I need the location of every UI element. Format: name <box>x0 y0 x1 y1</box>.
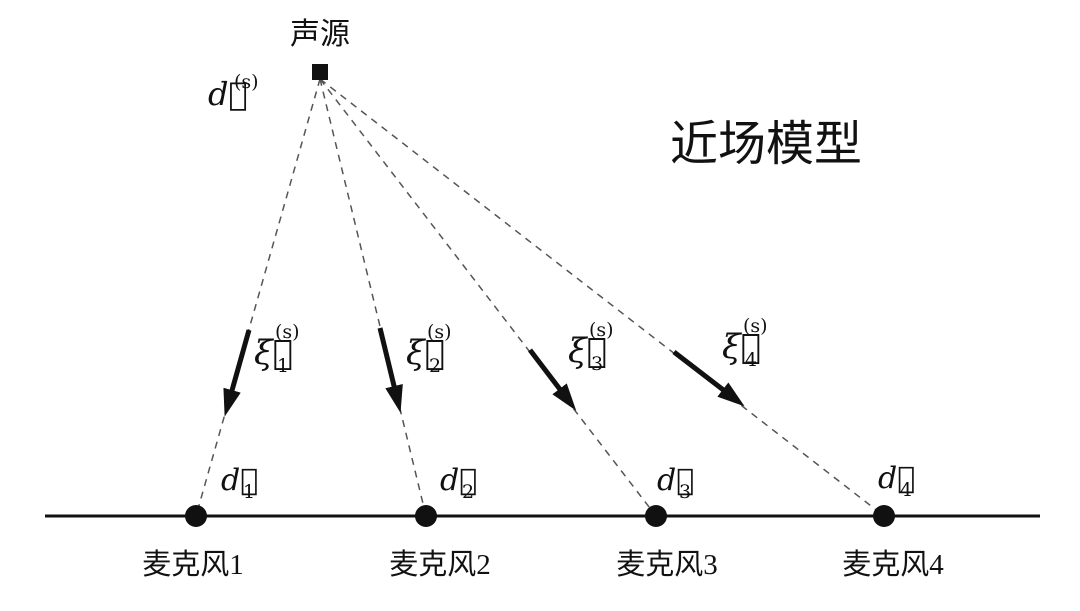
xi-vector-arrow-2 <box>377 327 403 413</box>
d-label-4-sub: 4 <box>900 479 912 501</box>
microphone-dot-4 <box>873 505 895 527</box>
xi-label-3-sub: 3 <box>591 353 603 375</box>
propagation-path-4 <box>319 78 885 517</box>
xi-vector-arrow-1 <box>223 329 252 417</box>
xi-label-4-base: ξ⃗ <box>722 327 761 367</box>
d-label-3-sub: 3 <box>679 481 691 503</box>
xi-label-1-sub: 1 <box>277 355 289 377</box>
propagation-path-1 <box>195 78 321 517</box>
microphone-dot-1 <box>185 505 207 527</box>
microphone-dot-3 <box>645 505 667 527</box>
d-label-4-base: d⃗ <box>878 461 915 496</box>
sound-source-marker <box>312 64 328 80</box>
d-label-1-base: d⃗ <box>221 463 258 498</box>
xi-label-3-base: ξ⃗ <box>568 331 607 371</box>
xi-label-2-sup: (s) <box>427 321 452 343</box>
source-vector-label-sup: (s) <box>234 71 259 93</box>
source-vector-label-base: d⃗ <box>208 75 248 113</box>
xi-label-2-sub: 2 <box>429 355 441 377</box>
mic-label-4: 麦克风4 <box>842 548 944 581</box>
microphone-dot-2 <box>415 505 437 527</box>
xi-label-4-sup: (s) <box>743 315 768 337</box>
xi-label-3-sup: (s) <box>589 319 614 341</box>
d-label-1-sub: 1 <box>243 481 255 503</box>
xi-label-4-sub: 4 <box>745 349 757 371</box>
propagation-path-3 <box>319 78 657 517</box>
xi-label-1-sup: (s) <box>275 321 300 343</box>
mic-label-2: 麦克风2 <box>389 548 491 581</box>
xi-label-1-base: ξ⃗ <box>254 333 293 373</box>
mic-label-1: 麦克风1 <box>142 548 244 581</box>
xi-label-2-base: ξ⃗ <box>406 333 445 373</box>
propagation-path-2 <box>319 78 427 517</box>
d-label-2-base: d⃗ <box>440 463 477 498</box>
xi-vector-arrow-4 <box>672 350 745 407</box>
d-label-2-sub: 2 <box>462 481 474 503</box>
model-title: 近场模型 <box>670 118 862 171</box>
d-label-3-base: d⃗ <box>657 463 694 498</box>
mic-label-3: 麦克风3 <box>616 548 718 581</box>
source-label: 声源 <box>290 18 350 51</box>
xi-vector-arrow-3 <box>528 348 577 411</box>
